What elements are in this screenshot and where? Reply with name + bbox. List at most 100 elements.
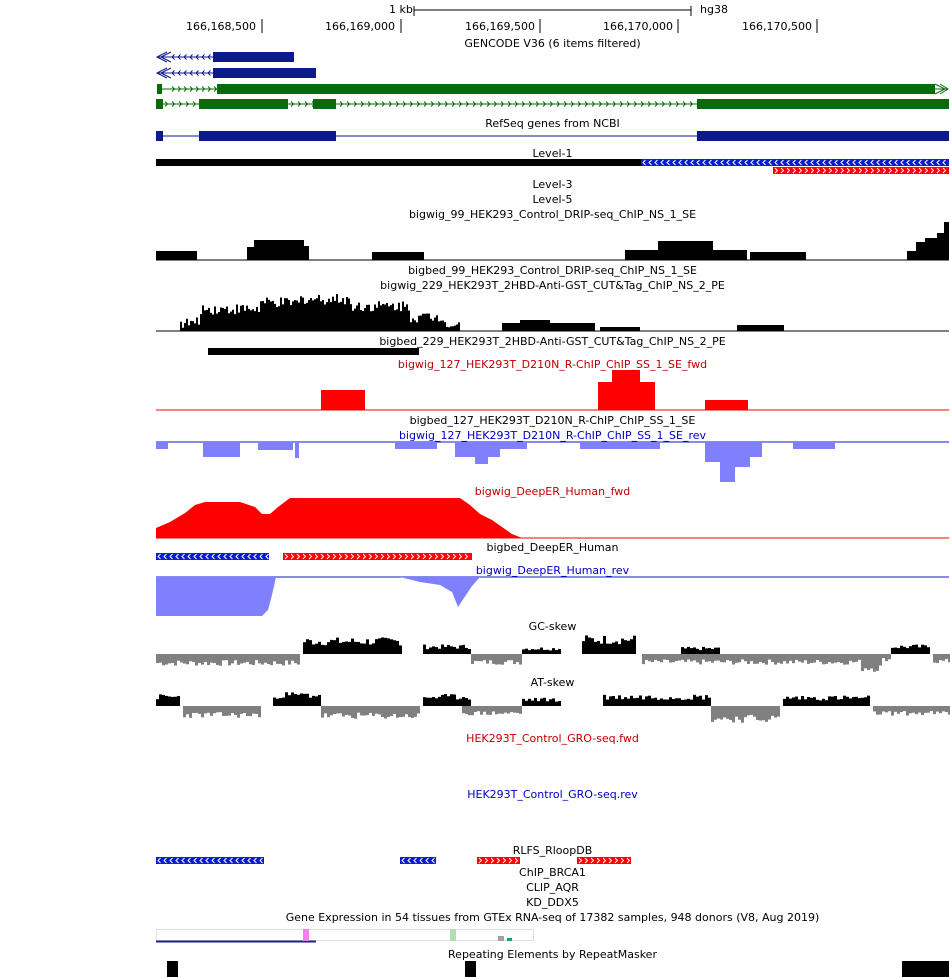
gc-skew-bar-pos (378, 638, 381, 654)
track-label-gencode[interactable]: GENCODE V36 (6 items filtered) (464, 37, 641, 50)
gc-skew-bar-neg (939, 654, 942, 661)
gc-skew-bar-neg (864, 654, 867, 669)
gc-skew-bar-pos (903, 646, 906, 654)
gc-skew-bar-neg (258, 654, 261, 664)
ruler-scale-label: 1 kb (389, 3, 413, 16)
track-label-deeper-fwd[interactable]: bigwig_DeepER_Human_fwd (474, 485, 631, 498)
track-label-rchip-rev[interactable]: bigwig_127_HEK293T_D210N_R-ChIP_ChIP_SS_… (398, 429, 707, 442)
at-skew-bar-neg (186, 706, 189, 715)
gc-skew-bar-pos (441, 644, 444, 654)
at-skew-bar-pos (849, 698, 852, 706)
gc-skew-bar-neg (747, 654, 750, 664)
gc-skew-bar-pos (345, 641, 348, 654)
at-skew-bar-neg (408, 706, 411, 718)
rlfs-feature-plus (477, 857, 520, 864)
at-skew-bar-neg (744, 706, 747, 718)
at-skew-bar-pos (684, 699, 687, 706)
rchip-rev-bar (488, 442, 500, 457)
track-label-level1[interactable]: Level-1 (532, 147, 573, 160)
at-skew-bar-neg (411, 706, 414, 718)
at-skew-bar-pos (168, 696, 171, 706)
track-label-level3[interactable]: Level-3 (532, 178, 573, 191)
at-skew-bar-neg (510, 706, 513, 713)
rlfs-feature-plus (577, 857, 631, 864)
gc-skew-bar-neg (816, 654, 819, 660)
refseq-exon (156, 131, 163, 141)
track-label-level5[interactable]: Level-5 (532, 193, 573, 206)
gc-skew-bar-pos (606, 643, 609, 654)
gc-skew-bar-neg (648, 654, 651, 662)
gc-skew-bar-neg (888, 654, 891, 660)
gc-skew-bar-neg (657, 654, 660, 662)
at-skew-bar-pos (300, 693, 303, 706)
at-skew-bar-neg (336, 706, 339, 714)
ruler-tick-2: 166,169,000 (325, 20, 395, 33)
at-skew-bar-neg (918, 706, 921, 713)
track-label-gro-fwd[interactable]: HEK293T_Control_GRO-seq.fwd (466, 732, 639, 745)
track-label-gtex[interactable]: Gene Expression in 54 tissues from GTEx … (285, 911, 820, 924)
track-label-at-skew[interactable]: AT-skew (530, 676, 575, 689)
track-label-rmsk[interactable]: Repeating Elements by RepeatMasker (448, 948, 657, 961)
drip-signal-bar (372, 252, 424, 260)
at-skew-bar-neg (222, 706, 225, 716)
track-label-deeper-rev[interactable]: bigwig_DeepER_Human_rev (475, 564, 630, 577)
gc-skew-bar-neg (228, 654, 231, 666)
gc-skew-bar-neg (831, 654, 834, 664)
at-skew-bar-neg (942, 706, 945, 712)
at-skew-bar-neg (882, 706, 885, 712)
at-skew-bar-pos (651, 698, 654, 706)
gc-skew-bar-neg (705, 654, 708, 662)
gc-skew-bar-neg (198, 654, 201, 664)
cut-peak-feature (208, 348, 419, 355)
drip-signal-bar (916, 242, 925, 260)
at-skew-bar-neg (873, 706, 876, 712)
track-label-cut-bigbed[interactable]: bigbed_229_HEK293T_2HBD-Anti-GST_CUT&Tag… (379, 335, 726, 348)
at-skew-bar-neg (915, 706, 918, 715)
gc-skew-bar-neg (252, 654, 255, 665)
gc-skew-bar-neg (759, 654, 762, 662)
at-skew-bar-neg (324, 706, 327, 714)
track-label-ddx5[interactable]: KD_DDX5 (526, 896, 579, 909)
gc-skew-bar-neg (810, 654, 813, 663)
track-label-cut-bigwig[interactable]: bigwig_229_HEK293T_2HBD-Anti-GST_CUT&Tag… (380, 279, 725, 292)
gc-skew-bar-pos (387, 638, 390, 654)
at-skew-bar-pos (825, 700, 828, 706)
deeper-chevrons (284, 553, 469, 560)
track-label-deeper-bigbed[interactable]: bigbed_DeepER_Human (486, 541, 619, 554)
at-skew-bar-pos (450, 694, 453, 706)
gc-skew-bar-neg (507, 654, 510, 661)
gc-skew-bar-pos (318, 641, 321, 654)
track-label-refseq[interactable]: RefSeq genes from NCBI (485, 117, 620, 130)
gc-skew-bar-neg (807, 654, 810, 664)
gc-skew-bar-pos (693, 647, 696, 654)
gc-skew-bar-pos (897, 648, 900, 654)
gc-skew-bar-pos (909, 646, 912, 654)
gc-skew-bar-pos (465, 647, 468, 654)
track-label-aqr[interactable]: CLIP_AQR (526, 881, 579, 894)
at-skew-bar-pos (708, 697, 711, 706)
gc-skew-bar-pos (375, 639, 378, 654)
track-label-brca1[interactable]: ChIP_BRCA1 (519, 866, 586, 879)
gc-skew-bar-neg (180, 654, 183, 663)
gc-skew-bar-pos (702, 646, 705, 654)
at-skew-bar-neg (891, 706, 894, 716)
track-label-drip-bigbed[interactable]: bigbed_99_HEK293_Control_DRIP-seq_ChIP_N… (408, 264, 697, 277)
gc-skew-bar-neg (222, 654, 225, 661)
gc-skew-bar-neg (672, 654, 675, 663)
track-label-drip-bigwig[interactable]: bigwig_99_HEK293_Control_DRIP-seq_ChIP_N… (408, 208, 697, 221)
gc-skew-bar-pos (342, 641, 345, 654)
at-skew-bar-pos (654, 697, 657, 706)
track-label-rlfs[interactable]: RLFS_RloopDB (512, 844, 593, 857)
track-label-gro-rev[interactable]: HEK293T_Control_GRO-seq.rev (467, 788, 638, 801)
at-skew-bar-pos (819, 700, 822, 706)
at-skew-bar-pos (294, 694, 297, 706)
cut-signal-bar (520, 320, 550, 331)
at-skew-bar-neg (486, 706, 489, 715)
rlfs-feature-minus (156, 857, 264, 864)
track-label-rchip-fwd[interactable]: bigwig_127_HEK293T_D210N_R-ChIP_ChIP_SS_… (397, 358, 708, 371)
gc-skew-bar-neg (288, 654, 291, 665)
track-label-gc-skew[interactable]: GC-skew (528, 620, 577, 633)
track-label-rchip-bigbed[interactable]: bigbed_127_HEK293T_D210N_R-ChIP_ChIP_SS_… (409, 414, 696, 427)
